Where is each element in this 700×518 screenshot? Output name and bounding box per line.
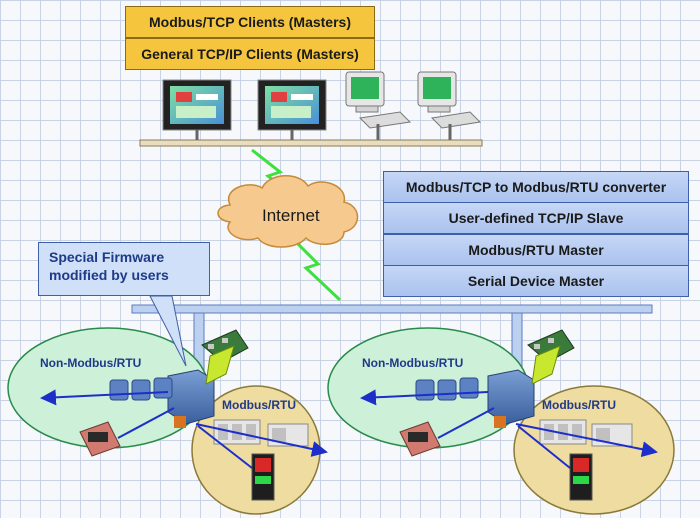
feature-serial-master: Serial Device Master xyxy=(383,265,689,297)
left-non-modbus-label: Non-Modbus/RTU xyxy=(40,356,142,370)
keypad-terminal-icon xyxy=(79,421,121,457)
general-tcp-clients-box: General TCP/IP Clients (Masters) xyxy=(125,38,375,70)
modbus-tcp-clients-box: Modbus/TCP Clients (Masters) xyxy=(125,6,375,38)
right-modbus-label: Modbus/RTU xyxy=(542,398,616,412)
feature-modbus-converter-label: Modbus/TCP to Modbus/RTU converter xyxy=(405,179,667,195)
ethernet-backbone xyxy=(131,304,653,314)
gateway-device-icon xyxy=(487,329,575,428)
callout-line-1: Special Firmware xyxy=(49,249,165,265)
feature-modbus-converter: Modbus/TCP to Modbus/RTU converter xyxy=(383,171,689,203)
right-non-modbus-label: Non-Modbus/RTU xyxy=(362,356,464,370)
plc-device-icon xyxy=(539,419,633,447)
gateway-device-icon xyxy=(167,329,249,428)
feature-tcp-slave-label: User-defined TCP/IP Slave xyxy=(448,210,624,226)
pc-computer-icon xyxy=(417,71,482,140)
controller-meter-icon xyxy=(569,453,593,501)
lightning-bolt-icon xyxy=(296,242,342,302)
touch-panel-icon xyxy=(257,79,327,140)
feature-rtu-master: Modbus/RTU Master xyxy=(383,234,689,266)
serial-arrow xyxy=(40,389,169,406)
internet-label: Internet xyxy=(262,206,320,225)
feature-rtu-master-label: Modbus/RTU Master xyxy=(468,242,604,258)
callout-line-2: modified by users xyxy=(49,267,169,283)
internet-cloud-icon xyxy=(217,175,359,248)
general-tcp-clients-label: General TCP/IP Clients (Masters) xyxy=(141,46,359,62)
feature-tcp-slave: User-defined TCP/IP Slave xyxy=(383,202,689,234)
feature-serial-master-label: Serial Device Master xyxy=(467,273,605,289)
keypad-terminal-icon xyxy=(399,421,441,457)
touch-panel-icon xyxy=(162,79,232,140)
serial-module-icon xyxy=(109,377,173,401)
right-modbus-zone xyxy=(513,385,675,515)
modbus-tcp-clients-label: Modbus/TCP Clients (Masters) xyxy=(149,14,351,30)
controller-meter-icon xyxy=(251,453,275,501)
serial-module-icon xyxy=(415,377,479,401)
top-bus-bar xyxy=(139,139,483,147)
pc-computer-icon xyxy=(345,71,412,140)
firmware-callout: Special Firmware modified by users xyxy=(38,242,210,296)
left-modbus-label: Modbus/RTU xyxy=(222,398,296,412)
